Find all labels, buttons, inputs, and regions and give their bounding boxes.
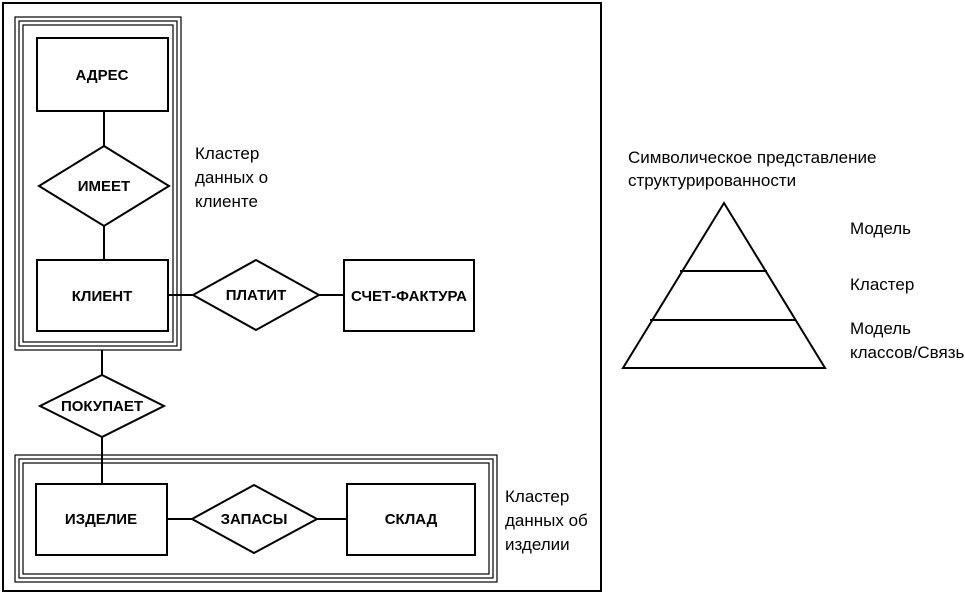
entity-client: КЛИЕНТ xyxy=(36,259,169,332)
entity-address-label: АДРЕС xyxy=(76,67,129,84)
relationship-buys: ПОКУПАЕТ xyxy=(37,373,167,439)
entity-invoice-label: СЧЕТ-ФАКТУРА xyxy=(351,288,467,305)
pyramid-level-model: Модель xyxy=(850,219,911,238)
structure-pyramid xyxy=(621,201,827,369)
pyramid-title-line-1: Символическое представление xyxy=(628,148,876,167)
relationship-stock: ЗАПАСЫ xyxy=(189,483,320,555)
entity-warehouse-label: СКЛАД xyxy=(385,511,438,528)
product-cluster-note-line-2: данных об xyxy=(505,511,588,530)
connectors xyxy=(101,111,347,520)
relationship-stock-label: ЗАПАСЫ xyxy=(221,511,288,528)
relationship-has: ИМЕЕТ xyxy=(37,144,171,228)
client-cluster-note-line-1: Кластер xyxy=(195,144,259,163)
entity-warehouse: СКЛАД xyxy=(346,483,476,556)
relationship-buys-label: ПОКУПАЕТ xyxy=(61,398,143,415)
pyramid-title-line-2: структурированности xyxy=(628,171,796,190)
diagram-frame xyxy=(2,2,602,592)
entity-client-label: КЛИЕНТ xyxy=(72,288,132,305)
pyramid-level-cluster: Кластер xyxy=(850,275,914,294)
relationship-pays-label: ПЛАТИТ xyxy=(226,287,287,304)
client-cluster-note-line-2: данных о xyxy=(195,168,268,187)
product-cluster-note-line-1: Кластер xyxy=(505,487,569,506)
pyramid-level-labels: Модель Кластер Модель классов/Связь xyxy=(850,219,965,362)
client-cluster-note-line-3: клиенте xyxy=(195,192,258,211)
pyramid-title: Символическое представление структуриров… xyxy=(628,148,876,190)
product-cluster-border xyxy=(14,454,498,583)
product-cluster-note: Кластер данных об изделии xyxy=(505,487,588,554)
entity-invoice: СЧЕТ-ФАКТУРА xyxy=(343,259,475,332)
entity-address: АДРЕС xyxy=(36,37,169,112)
pyramid-level-class-model-line-2: классов/Связь xyxy=(850,343,965,362)
pyramid-level-class-model-line-1: Модель xyxy=(850,319,911,338)
entity-product-label: ИЗДЕЛИЕ xyxy=(65,511,137,528)
product-cluster-note-line-3: изделии xyxy=(505,535,570,554)
client-cluster-border xyxy=(14,16,182,351)
relationship-has-label: ИМЕЕТ xyxy=(78,178,130,195)
client-cluster-note: Кластер данных о клиенте xyxy=(195,144,268,211)
relationship-pays: ПЛАТИТ xyxy=(190,258,322,332)
entity-product: ИЗДЕЛИЕ xyxy=(35,483,168,556)
